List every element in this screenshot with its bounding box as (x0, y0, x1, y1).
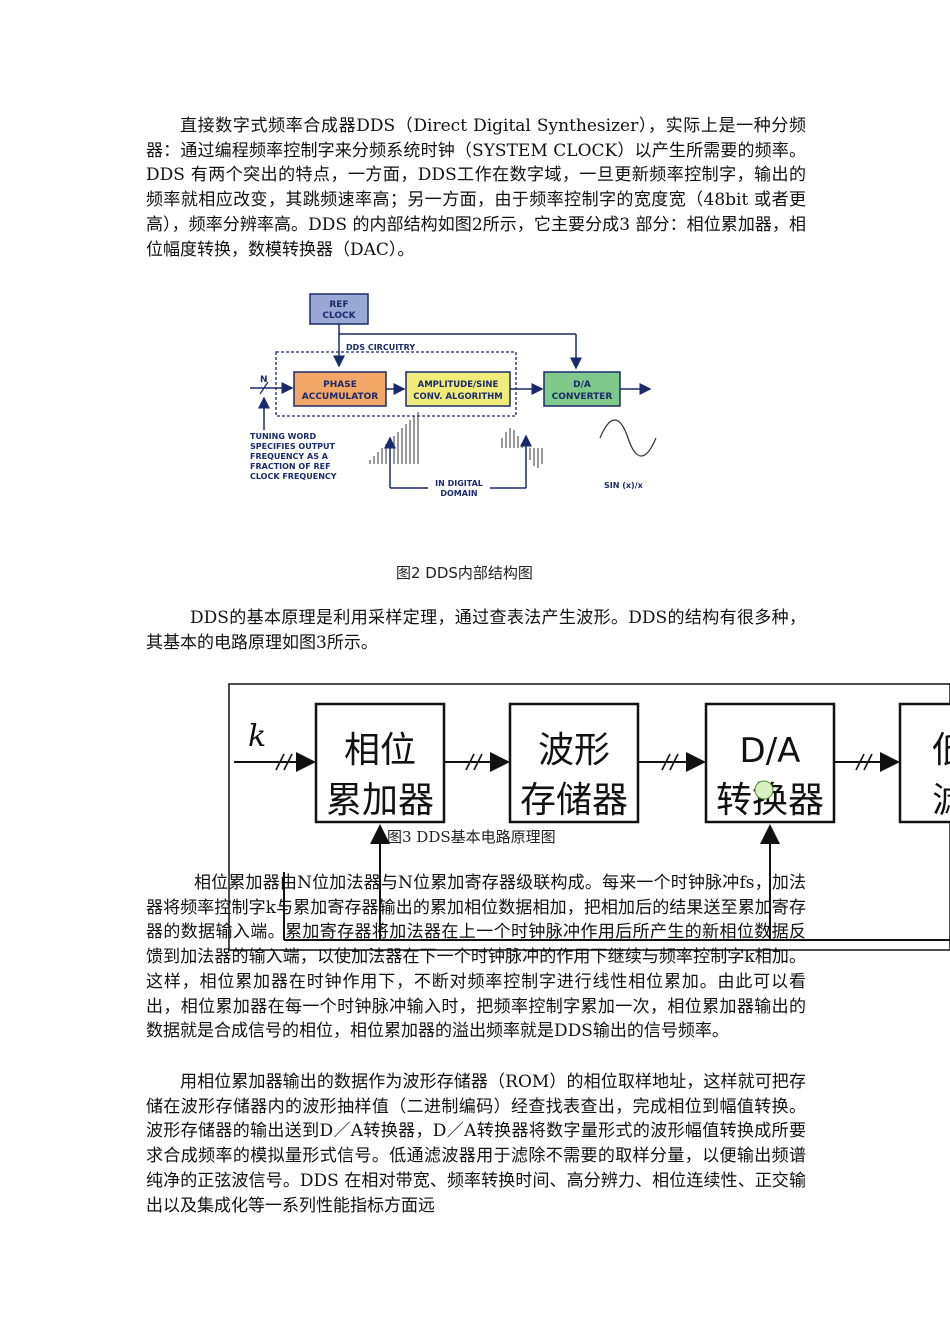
acc-label-2: 累加器 (326, 780, 434, 821)
acc-label-1: 相位 (344, 730, 416, 771)
tuning-label-2: SPECIFIES OUTPUT (250, 442, 336, 451)
sampled-sine-waveform (501, 428, 543, 468)
n-label: N (260, 375, 268, 385)
amp-label-1: AMPLITUDE/SINE (418, 380, 499, 390)
da-label-2: CONVERTER (552, 392, 613, 402)
amplitude-sine-box (405, 371, 511, 407)
sawtooth-waveform (369, 412, 419, 464)
paragraph-phase-accumulator: 相位累加器由N位加法器与N位累加寄存器级联构成。每来一个时钟脉冲fs，加法器将频… (146, 873, 806, 1042)
figure-2-caption: 图2 DDS内部结构图 (396, 564, 533, 582)
phase-acc-label-1: PHASE (323, 380, 357, 390)
waveform-memory-block (508, 702, 640, 824)
phase-acc-label-2: ACCUMULATOR (302, 392, 379, 402)
figure-3-caption: 图3 DDS基本电路原理图 (387, 828, 556, 846)
figure-3-frame (228, 683, 950, 951)
tuning-label-3: FREQUENCY AS A (250, 452, 329, 461)
dds-circuitry-label: DDS CIRCUITRY (346, 343, 415, 352)
da-label-1: D/A (573, 380, 591, 390)
tuning-label-5: CLOCK FREQUENCY (250, 472, 337, 481)
digital-domain-label-1: IN DIGITAL (435, 479, 483, 488)
lpf-label-1: 低 (932, 730, 950, 771)
figure-3-dds-circuit: k 相位 累加器 波形 存储器 D/A 转换器 低 滤 (228, 683, 950, 951)
amp-label-2: CONV. ALGORITHM (413, 392, 503, 402)
paragraph-intro: 直接数字式频率合成器DDS（Direct Digital Synthesizer… (146, 116, 806, 260)
dds-circuitry-border (275, 351, 517, 417)
da-converter-block (704, 702, 836, 824)
k-label: k (248, 719, 266, 754)
tuning-label-4: FRACTION OF REF (250, 462, 331, 471)
tuning-label-1: TUNING WORD (250, 432, 316, 441)
analog-sine-waveform (599, 419, 657, 457)
ref-clock-label-1: REF (329, 300, 348, 310)
wave-label-2: 存储器 (520, 780, 628, 821)
sinx-label: SIN (x)/x (604, 481, 644, 490)
digital-domain-label-2: DOMAIN (440, 489, 477, 498)
zoom-icon (754, 780, 774, 800)
da3-label-1: D/A (740, 731, 801, 771)
figure-2-dds-internal-structure: REF CLOCK DDS CIRCUITRY N PHASE ACCUMULA… (250, 293, 657, 498)
paragraph-principle: DDS的基本原理是利用采样定理，通过查表法产生波形。DDS的结构有很多种，其基本… (146, 608, 806, 653)
wave-label-1: 波形 (538, 730, 610, 771)
paragraph-waveform-memory: 用相位累加器输出的数据作为波形存储器（ROM）的相位取样地址，这样就可把存储在波… (146, 1072, 806, 1216)
lowpass-filter-block (898, 702, 950, 824)
lpf-label-2: 滤 (932, 780, 950, 821)
ref-clock-label-2: CLOCK (322, 311, 356, 321)
phase-accumulator-block (314, 702, 446, 824)
